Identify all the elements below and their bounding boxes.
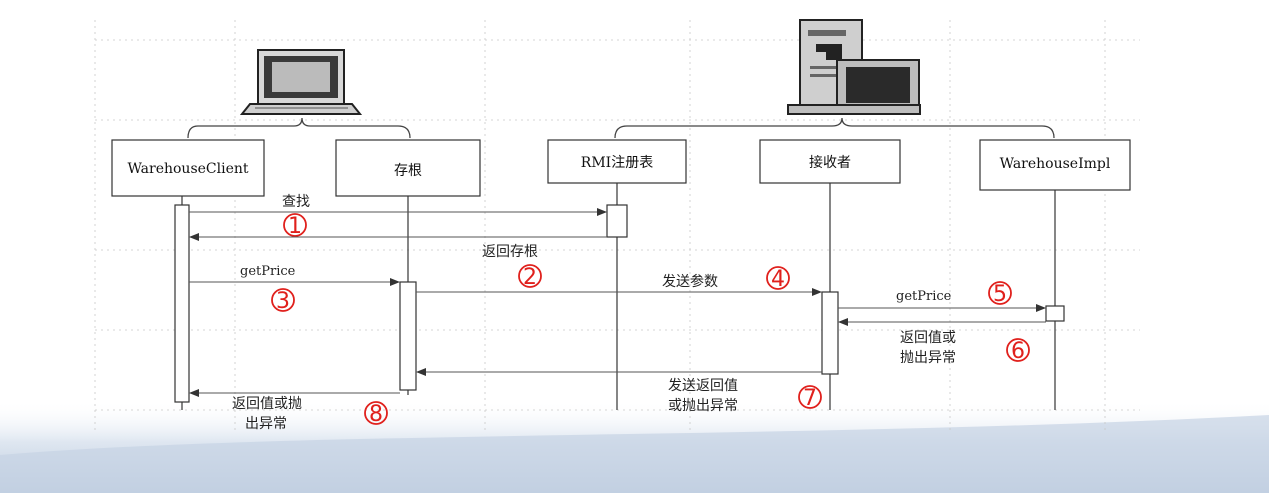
laptop-icon xyxy=(239,49,363,115)
message-3-getprice: getPrice 3 xyxy=(189,264,400,314)
svg-text:5: 5 xyxy=(993,282,1007,307)
svg-text:发送返回值: 发送返回值 xyxy=(668,378,738,394)
message-5-getprice: getPrice 5 xyxy=(838,281,1046,312)
svg-text:2: 2 xyxy=(523,265,537,290)
svg-text:查找: 查找 xyxy=(282,194,310,210)
participant-warehouseimpl: WarehouseImpl xyxy=(979,139,1131,191)
svg-text:接收者: 接收者 xyxy=(809,154,851,171)
svg-text:RMI注册表: RMI注册表 xyxy=(581,155,653,171)
svg-text:8: 8 xyxy=(369,402,383,427)
background-swoosh xyxy=(0,415,1269,493)
svg-text:存根: 存根 xyxy=(394,163,422,179)
participant-receiver: 接收者 xyxy=(759,139,901,184)
activation-client xyxy=(174,204,190,403)
server-computer-icon xyxy=(787,19,921,115)
participant-stub: 存根 xyxy=(335,139,481,197)
svg-text:WarehouseClient: WarehouseClient xyxy=(127,161,248,177)
message-7-send-return: 发送返回值 或抛出异常 7 xyxy=(416,368,822,414)
participant-warehouseclient: WarehouseClient xyxy=(111,139,265,197)
activation-stub xyxy=(399,281,417,391)
svg-text:4: 4 xyxy=(771,267,785,292)
svg-text:发送参数: 发送参数 xyxy=(662,273,718,290)
svg-text:getPrice: getPrice xyxy=(896,289,952,304)
svg-text:3: 3 xyxy=(276,289,290,314)
message-4-send-params: 发送参数 4 xyxy=(416,266,822,296)
server-brace xyxy=(614,117,1055,139)
activation-registry xyxy=(606,204,628,238)
message-1-lookup: 查找 1 xyxy=(189,194,607,239)
activation-impl xyxy=(1045,305,1065,322)
svg-text:7: 7 xyxy=(803,386,817,411)
svg-text:返回存根: 返回存根 xyxy=(482,244,538,260)
participant-rmi-registry: RMI注册表 xyxy=(547,139,687,184)
svg-text:getPrice: getPrice xyxy=(240,264,296,279)
svg-text:1: 1 xyxy=(288,214,302,239)
svg-text:返回值或: 返回值或 xyxy=(900,330,956,346)
svg-text:抛出异常: 抛出异常 xyxy=(900,350,956,366)
message-2-return-stub: 返回存根 2 xyxy=(189,233,607,290)
svg-text:返回值或抛: 返回值或抛 xyxy=(232,396,302,412)
svg-text:6: 6 xyxy=(1011,339,1025,364)
activation-receiver xyxy=(821,291,839,375)
message-8-return-to-client: 返回值或抛 出异常 8 xyxy=(189,389,400,432)
message-6-return-or-throw: 返回值或 抛出异常 6 xyxy=(838,318,1046,366)
svg-text:或抛出异常: 或抛出异常 xyxy=(668,398,738,414)
client-brace xyxy=(187,117,411,139)
svg-text:出异常: 出异常 xyxy=(245,416,287,432)
svg-text:WarehouseImpl: WarehouseImpl xyxy=(1000,156,1111,172)
